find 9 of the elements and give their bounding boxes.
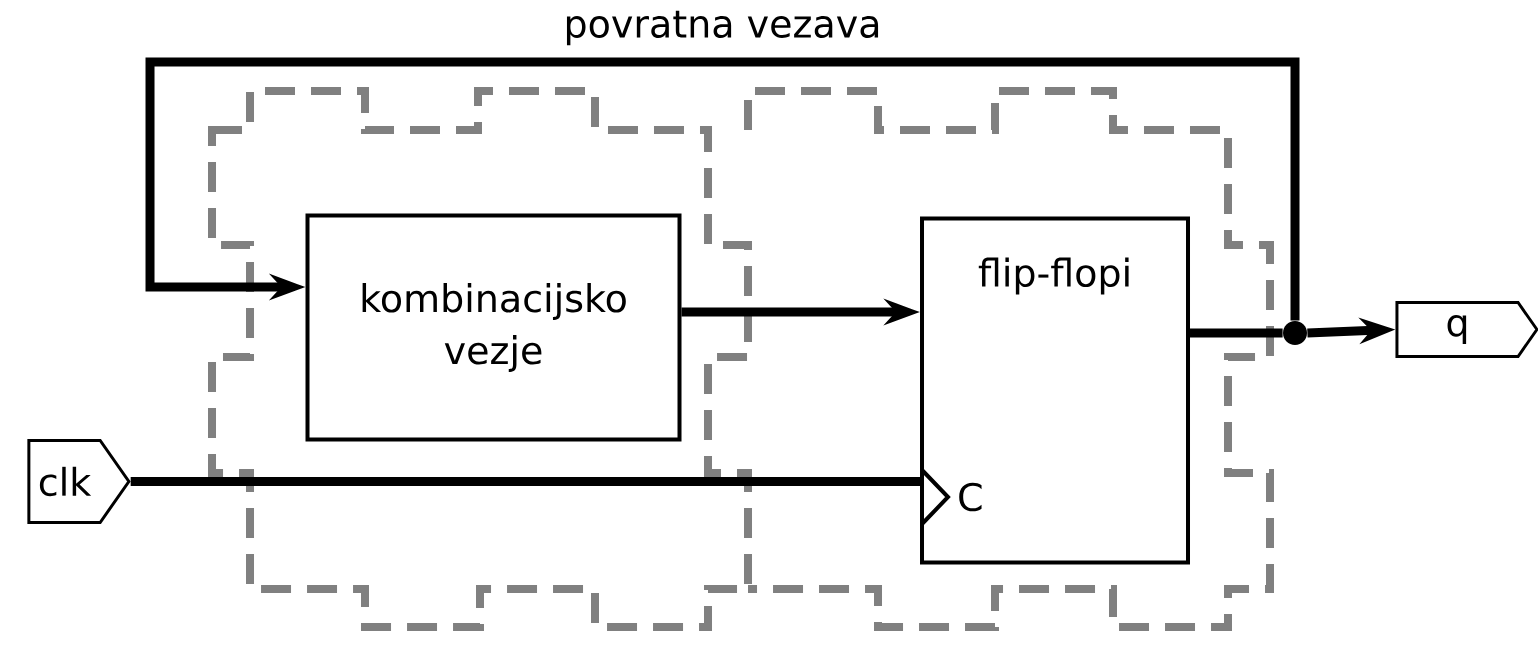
block-box: kombinacijsko vezje [305, 213, 682, 442]
connector [1190, 328, 1283, 338]
junction-dot [1283, 321, 1307, 345]
edge-label: povratna vezava [561, 8, 884, 48]
connector [145, 57, 1300, 321]
port-tag: q [1395, 301, 1538, 358]
flip-flop-box: flip-flopi C [920, 216, 1190, 565]
connector [130, 477, 920, 486]
port-tag: clk [27, 439, 131, 524]
